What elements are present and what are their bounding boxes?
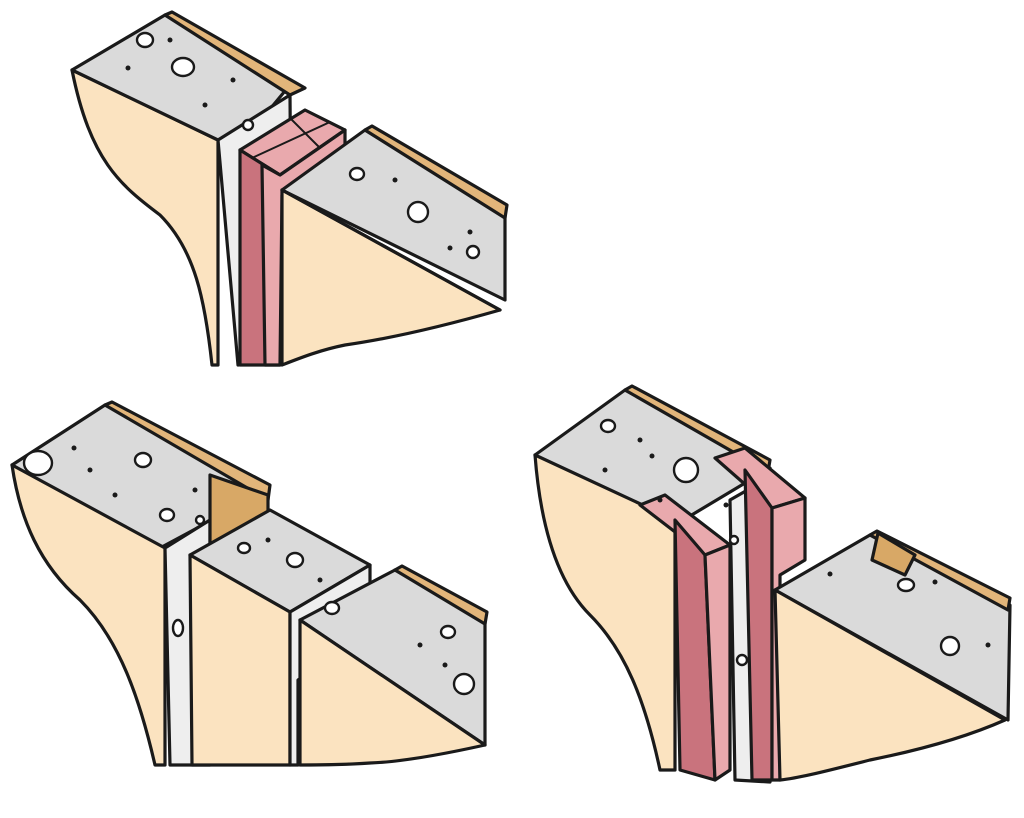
right-panel-face [280,188,502,367]
right-panel-top-edge [363,124,509,220]
ds-right-panel-face [773,588,1007,782]
ds-right-notch [870,531,917,577]
figure-double-spline-joint [533,384,1012,784]
left-panel-face [70,68,220,367]
figure-spline-joint [70,10,509,367]
tg-left-face [10,463,167,767]
tg-panel-top-edge [103,400,272,502]
figure-tongue-groove-joint [10,400,489,767]
tg-right-top-edge [393,564,489,626]
ds-left-face [533,453,677,772]
tg-right-face [298,618,487,767]
ds-left-spline-side [703,543,732,782]
ds-right-spline-side [770,496,807,782]
left-panel-top-edge [163,10,307,97]
